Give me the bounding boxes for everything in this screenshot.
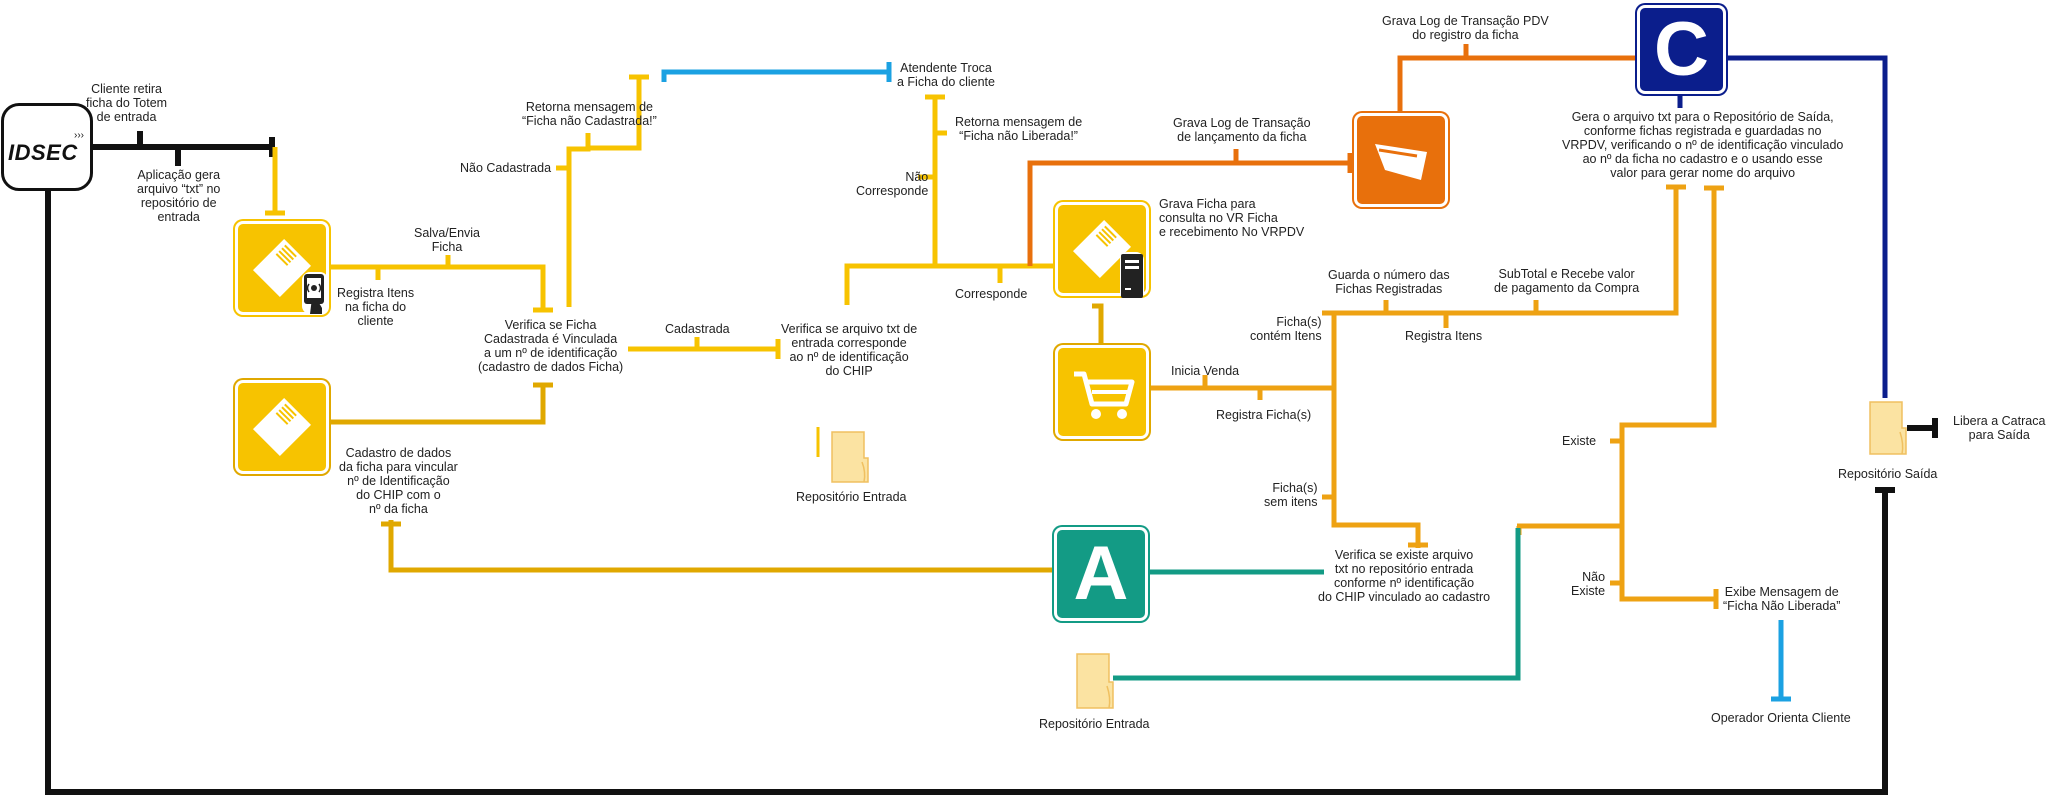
- label-fichas-contem: Ficha(s)contém Itens: [1250, 315, 1322, 343]
- label-retorna-nao-liberada: Retorna mensagem de“Ficha não Liberada!”: [955, 115, 1083, 143]
- folder-icon: [1076, 653, 1114, 709]
- phone-nfc-box: [302, 272, 328, 314]
- ticket-icon: [1073, 220, 1131, 278]
- label-repositorio-saida: Repositório Saída: [1838, 467, 1938, 481]
- idsec-logo: IDSEC ›››: [1, 103, 93, 191]
- label-fichas-sem: Ficha(s)sem itens: [1264, 481, 1318, 509]
- badge-c-letter: C: [1654, 7, 1709, 92]
- ticket-box-cadastro: [235, 380, 329, 474]
- idsec-logo-text: IDSEC: [8, 140, 78, 165]
- phone-nfc-icon: [304, 274, 324, 314]
- orange-flow-lines: [1027, 44, 1637, 266]
- card-icon: [1375, 144, 1427, 180]
- label-registra-fichas: Registra Ficha(s): [1216, 408, 1312, 422]
- label-cadastrada: Cadastrada: [665, 322, 730, 336]
- label-inicia-venda: Inicia Venda: [1171, 364, 1240, 378]
- shopping-cart-icon: [1074, 371, 1135, 419]
- label-operador-orienta: Operador Orienta Cliente: [1711, 711, 1851, 725]
- label-existe: Existe: [1562, 434, 1597, 448]
- label-registra-itens: Registra Itens: [1405, 329, 1483, 343]
- badge-a-box: A: [1054, 527, 1148, 621]
- navy-flow-lines: [1677, 55, 1888, 398]
- card-box: [1354, 113, 1448, 207]
- folder-icon: [831, 431, 869, 483]
- amber-flow-lines: [1143, 184, 1724, 609]
- label-repositorio-entrada-2: Repositório Entrada: [1039, 717, 1150, 731]
- badge-a-letter: A: [1073, 531, 1129, 616]
- yellow-flow-lines: [265, 74, 1059, 457]
- black-flow-lines: [45, 131, 1938, 795]
- cart-box: [1055, 345, 1149, 439]
- label-gera-arquivo: Gera o arquivo txt para o Repositório de…: [1562, 110, 1844, 180]
- label-exibe-mensagem: Exibe Mensagem de“Ficha Não Liberada”: [1723, 585, 1841, 613]
- chevron-right-icon: ›››: [74, 130, 84, 141]
- ticket-icon: [253, 239, 311, 297]
- folder-icon: [1869, 401, 1907, 455]
- gold-flow-lines: [323, 303, 1104, 684]
- blue-flow-lines: [661, 62, 1791, 702]
- server-icon: [1121, 254, 1143, 298]
- label-retorna-nao-cadastrada: Retorna mensagem de“Ficha não Cadastrada…: [522, 100, 657, 128]
- ticket-icon: [253, 398, 311, 456]
- label-nao-cadastrada: Não Cadastrada: [460, 161, 552, 175]
- label-corresponde: Corresponde: [955, 287, 1028, 301]
- label-repositorio-entrada-1: Repositório Entrada: [796, 490, 907, 504]
- server-box: [1120, 252, 1144, 300]
- badge-c-box: C: [1637, 5, 1726, 94]
